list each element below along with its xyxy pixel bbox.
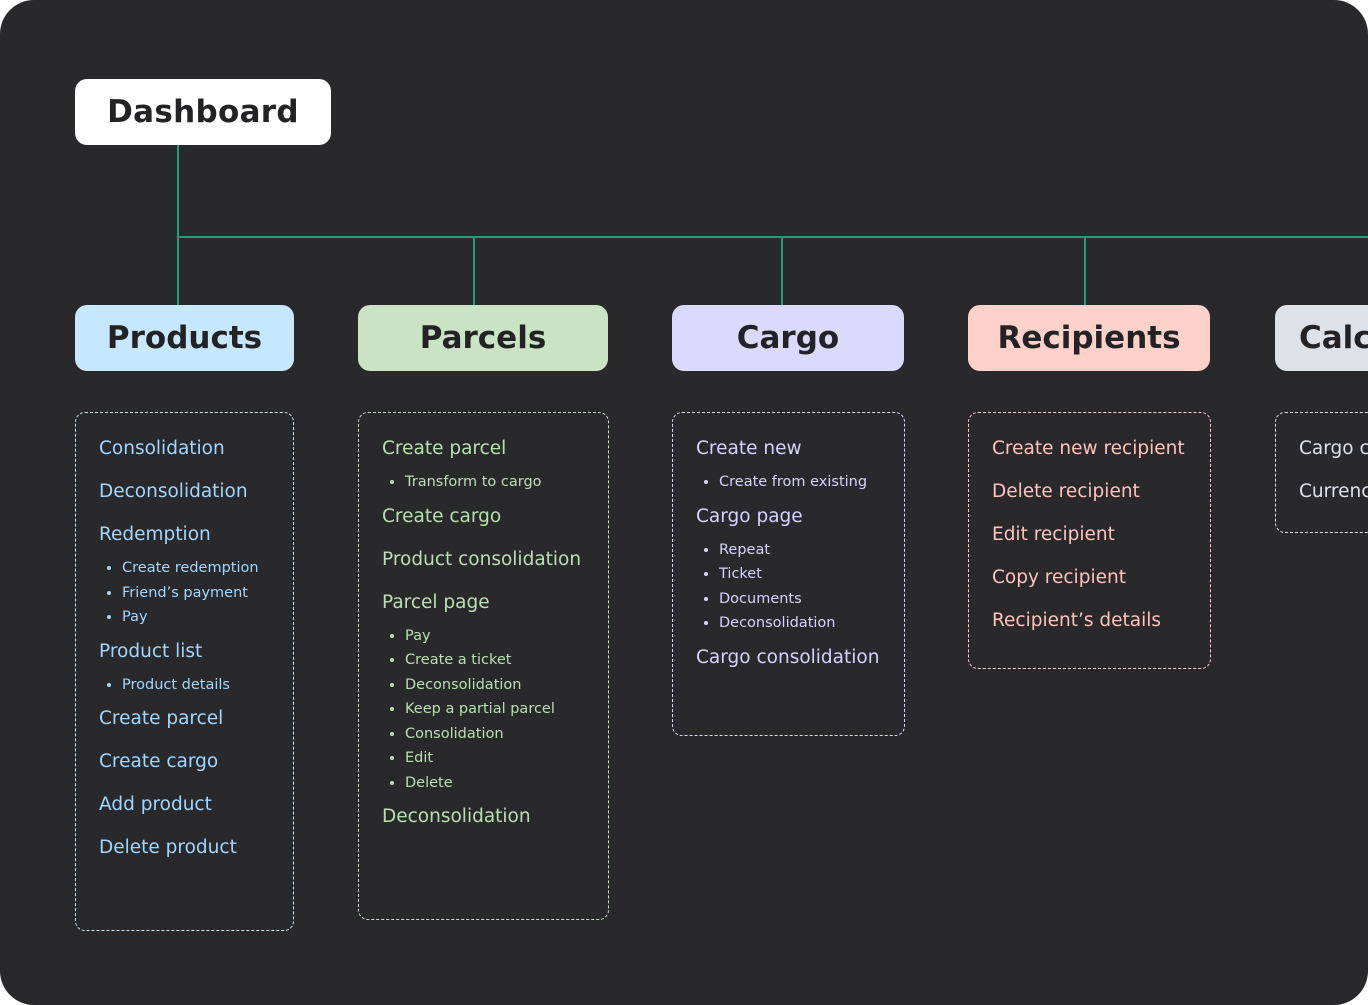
cargo-subitem: Deconsolidation: [696, 614, 904, 632]
products-subitem: Friend’s payment: [99, 584, 293, 602]
dashboard-node: Dashboard: [75, 79, 331, 145]
products-item: Consolidation: [99, 438, 225, 459]
products-subitem: Pay: [99, 608, 293, 626]
parcels-subitem: Create a ticket: [382, 651, 608, 669]
products-item: Deconsolidation: [99, 481, 248, 502]
products-item: Create cargo: [99, 751, 219, 772]
cargo-subitem: Ticket: [696, 565, 904, 583]
products-subitem: Create redemption: [99, 559, 293, 577]
parcels-subitem: Delete: [382, 774, 608, 792]
parcels-item: Deconsolidation: [382, 806, 531, 827]
recipients-item: Edit recipient: [992, 524, 1115, 545]
recipients-header: Recipients: [968, 305, 1210, 371]
products-item: Create parcel: [99, 708, 224, 729]
products-header: Products: [75, 305, 294, 371]
parcels-item: Create parcel: [382, 438, 507, 459]
parcels-subitem: Pay: [382, 627, 608, 645]
recipients-item: Copy recipient: [992, 567, 1126, 588]
cargo-subitem: Repeat: [696, 541, 904, 559]
cargo-subitem: Documents: [696, 590, 904, 608]
calculator-group: Cargo c Currenc: [1275, 412, 1368, 533]
parcels-subitem: Edit: [382, 749, 608, 767]
parcels-subitem: Deconsolidation: [382, 676, 608, 694]
parcels-subitem: Transform to cargo: [382, 473, 608, 491]
products-item: Redemption: [99, 524, 211, 545]
parcels-item: Product consolidation: [382, 548, 582, 570]
cargo-item: Cargo page: [696, 505, 803, 527]
cargo-item: Create new: [696, 438, 802, 459]
products-item: Add product: [99, 794, 212, 815]
calculator-item: Currenc: [1299, 481, 1368, 502]
connector-group: [177, 145, 1368, 305]
parcels-subitem: Keep a partial parcel: [382, 700, 608, 718]
recipients-item: Recipient’s details: [992, 610, 1161, 631]
calculator-header: Calc: [1275, 305, 1368, 371]
parcels-subitem: Consolidation: [382, 725, 608, 743]
products-subitem: Product details: [99, 676, 293, 694]
recipients-item: Create new recipient: [992, 438, 1185, 459]
cargo-item: Cargo consolidation: [696, 646, 880, 668]
products-item: Delete product: [99, 837, 237, 858]
calculator-item: Cargo c: [1299, 438, 1368, 459]
products-item: Product list: [99, 640, 203, 662]
cargo-header: Cargo: [672, 305, 904, 371]
parcels-item: Parcel page: [382, 591, 490, 613]
recipients-item: Delete recipient: [992, 481, 1140, 502]
parcels-item: Create cargo: [382, 505, 502, 527]
parcels-header: Parcels: [358, 305, 608, 371]
cargo-subitem: Create from existing: [696, 473, 904, 491]
